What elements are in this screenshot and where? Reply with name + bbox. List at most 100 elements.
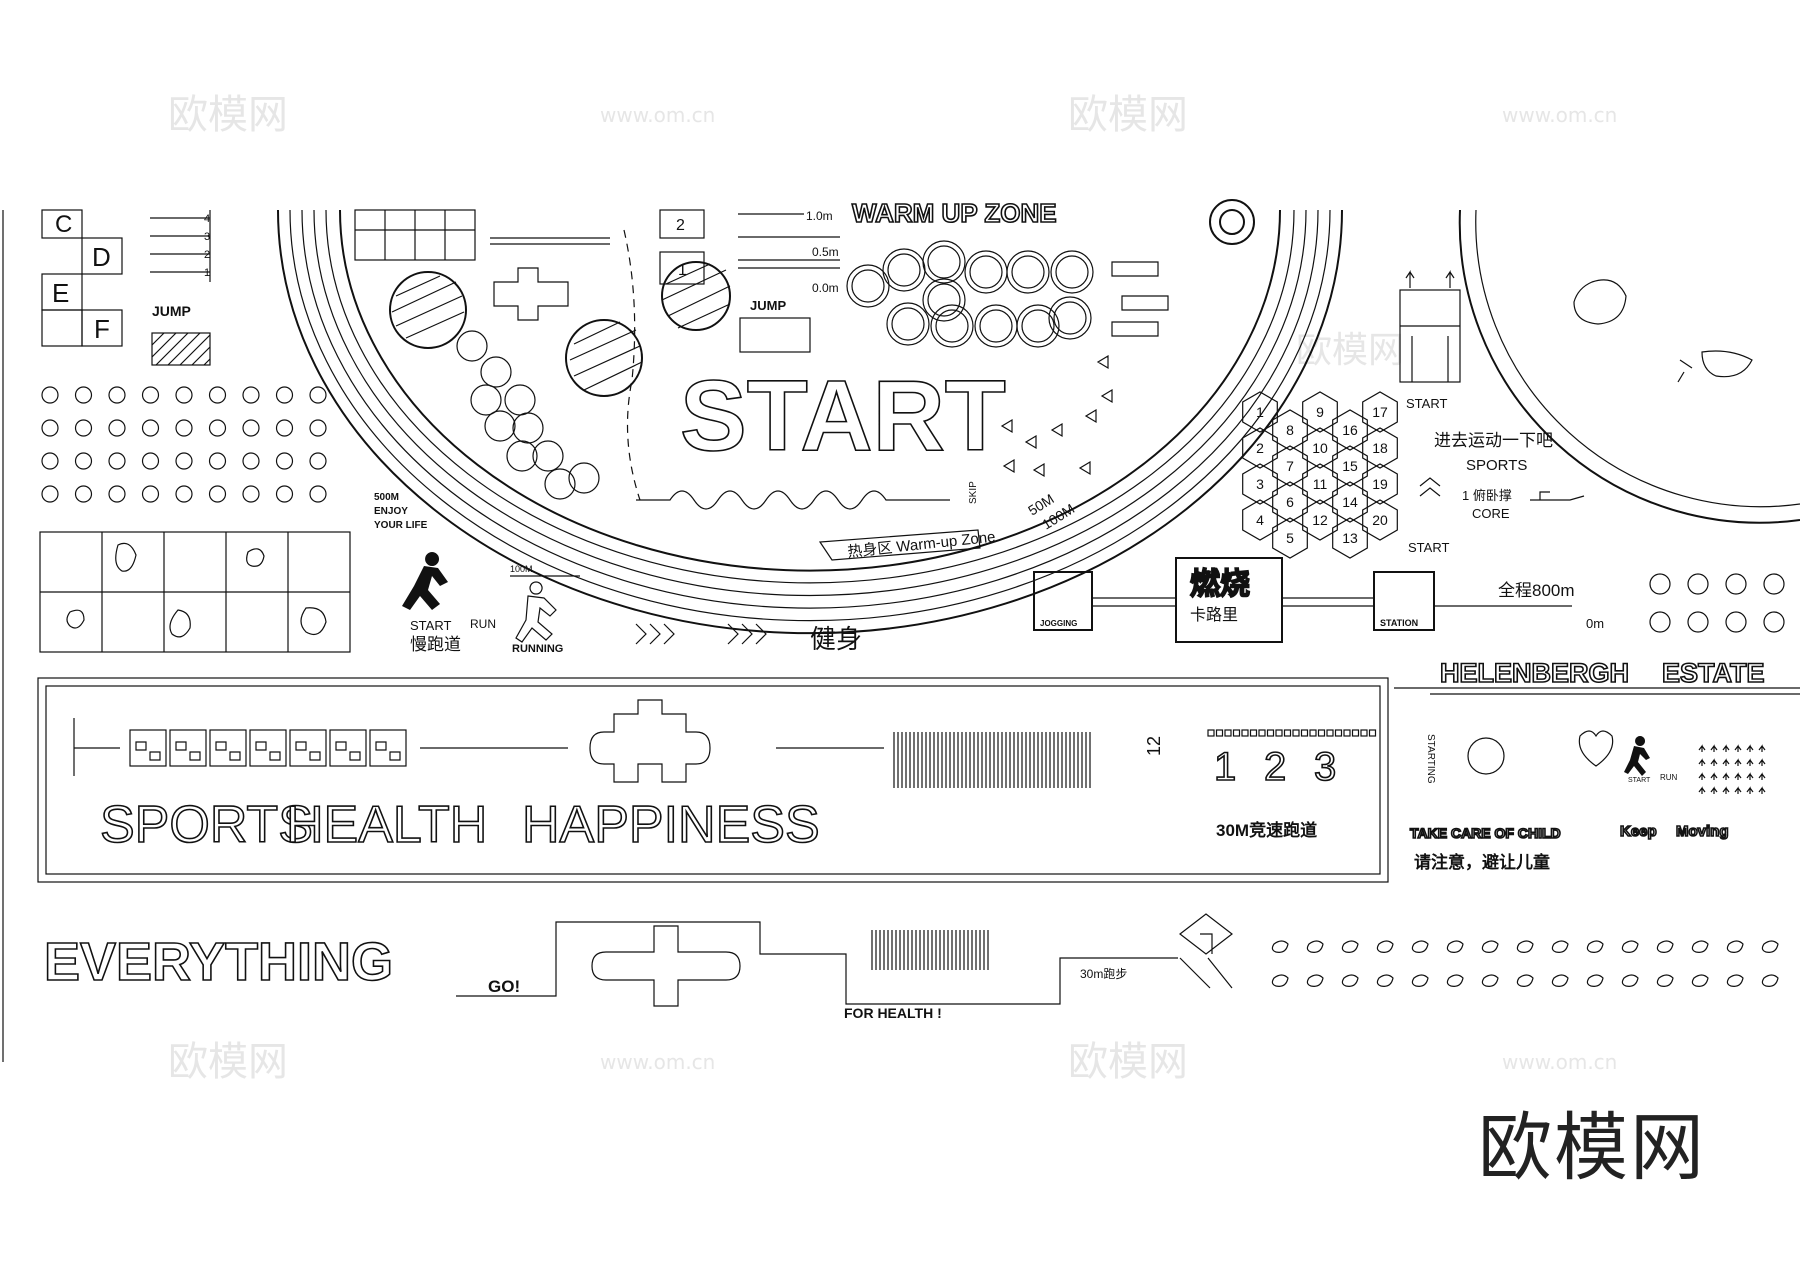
watermark-url: www.om.cn (600, 103, 715, 127)
barcode-stripes (871, 930, 989, 970)
dash-box (1249, 729, 1258, 737)
burn-calorie-sign (1175, 557, 1283, 643)
run-label: RUN (470, 617, 496, 631)
foot-icon (135, 741, 161, 761)
lane-number-3: 3 (1314, 745, 1336, 789)
pushup-label: 1 俯卧撑 (1462, 488, 1512, 503)
enjoy-label: ENJOY (374, 506, 408, 517)
dash-box (1317, 729, 1326, 737)
hexagon-number: 17 (1372, 404, 1388, 420)
ring-outer (1048, 296, 1092, 340)
watermark-layer: 欧模网 www.om.cn 欧模网 www.om.cn 欧模网 欧模网 www.… (168, 92, 1617, 1085)
hexagon-cell (1332, 445, 1368, 487)
hexagon-cell (1242, 427, 1278, 469)
arrow-up-icon (1734, 758, 1742, 766)
hexagon-number: 6 (1286, 494, 1294, 510)
start-small: START (1628, 777, 1651, 784)
weather-icon (1649, 573, 1671, 595)
arrow-up-icon (1710, 772, 1718, 780)
height-label: 1.0m (806, 209, 833, 223)
triangle-markers (1000, 354, 1113, 478)
ring-outer (1006, 250, 1050, 294)
weather-icon (1725, 573, 1747, 595)
footprint-icon (1376, 940, 1394, 953)
runner-small-icon (1677, 359, 1693, 383)
hatched-circle (389, 271, 467, 349)
footprint-icon (1691, 974, 1709, 987)
foot-box (289, 729, 327, 767)
arrow-up-icon (1722, 744, 1730, 752)
pushup-icon (1530, 491, 1585, 501)
footprint-icon (1621, 974, 1639, 987)
dot-circle (175, 452, 193, 470)
arrow-up-icon (1722, 772, 1730, 780)
footprint-icon (1761, 974, 1779, 987)
running-label: RUNNING (512, 643, 563, 655)
foot-icon (175, 741, 201, 761)
band-connector-lines (73, 718, 884, 776)
left-labels: 500M ENJOY YOUR LIFE START 慢跑道 RUN 100M … (374, 492, 862, 655)
bottom-row: EVERYTHING GO! FOR HEALTH ! 30m跑步 (43, 913, 1779, 1021)
hexagon-number: 7 (1286, 458, 1294, 474)
connector-line (1282, 597, 1374, 607)
hatched-circle (565, 319, 643, 397)
ladder-steps: 4 3 2 1 JUMP (150, 210, 211, 366)
starting-label: STARTING (1425, 734, 1436, 784)
dot-circle (275, 452, 294, 470)
watermark-url: www.om.cn (600, 1050, 715, 1074)
hexagon-cell (1362, 463, 1398, 505)
letter-c: C (55, 211, 72, 238)
station-sign-label: STATION (1380, 618, 1418, 628)
ring-inner (891, 307, 925, 341)
dashed-path (623, 229, 641, 501)
dash-box (1283, 729, 1292, 737)
ring-circles (846, 240, 1094, 348)
zero-m-label: 0m (1586, 616, 1604, 631)
hexagon-cell (1362, 427, 1398, 469)
ladder-number: 3 (204, 231, 210, 243)
foot-box (169, 729, 207, 767)
dot-circle (208, 386, 227, 404)
jump-label: JUMP (152, 303, 191, 319)
footprint-icon (1656, 940, 1674, 953)
dash-row (1207, 729, 1377, 737)
dot-circle (175, 485, 193, 503)
run-small: RUN (1660, 773, 1678, 782)
dot-circle (242, 419, 260, 437)
lane-number-1: 1 (1214, 745, 1236, 789)
step-circle (504, 384, 536, 416)
warmup-header: WARM UP ZONE (852, 198, 1057, 228)
arrow-up-icon (1758, 772, 1766, 780)
footprint-icon (1446, 940, 1464, 953)
arrow-up-icon (1710, 744, 1718, 752)
dot-circle (141, 485, 160, 503)
station-sign (1373, 571, 1435, 631)
net-grid-lines (355, 210, 475, 260)
stair-blocks (1111, 261, 1169, 337)
go-label: GO! (488, 977, 520, 996)
hexagon-cell (1242, 499, 1278, 541)
arrow-up-icon (1698, 744, 1706, 752)
hexagon-cell (1362, 499, 1398, 541)
hexagon-number: 9 (1316, 404, 1324, 420)
dash-box (1258, 729, 1266, 737)
hexagon-number: 12 (1312, 512, 1328, 528)
hexagon-cell (1362, 391, 1398, 433)
hexagon-cell (1272, 445, 1308, 487)
notice-cn: 请注意，避让儿童 (1414, 852, 1550, 872)
arrow-up-icon (1734, 786, 1742, 794)
ring-outer (1016, 304, 1060, 348)
right-circle-outer (1458, 209, 1800, 524)
footprint-icon (1271, 974, 1289, 987)
letter-f: F (94, 314, 110, 344)
footprint-icon (1411, 974, 1429, 987)
arrow-up-icon (1746, 772, 1754, 780)
watermark-cn: 欧模网 (1296, 330, 1404, 371)
watermark-cn: 欧模网 (1068, 1039, 1188, 1085)
foot-icon (255, 741, 281, 761)
ring-outer (974, 304, 1018, 348)
hexagon-number: 18 (1372, 440, 1388, 456)
target-circle-inner (1219, 209, 1245, 235)
cn-small-label: 30m跑步 (1080, 967, 1127, 981)
